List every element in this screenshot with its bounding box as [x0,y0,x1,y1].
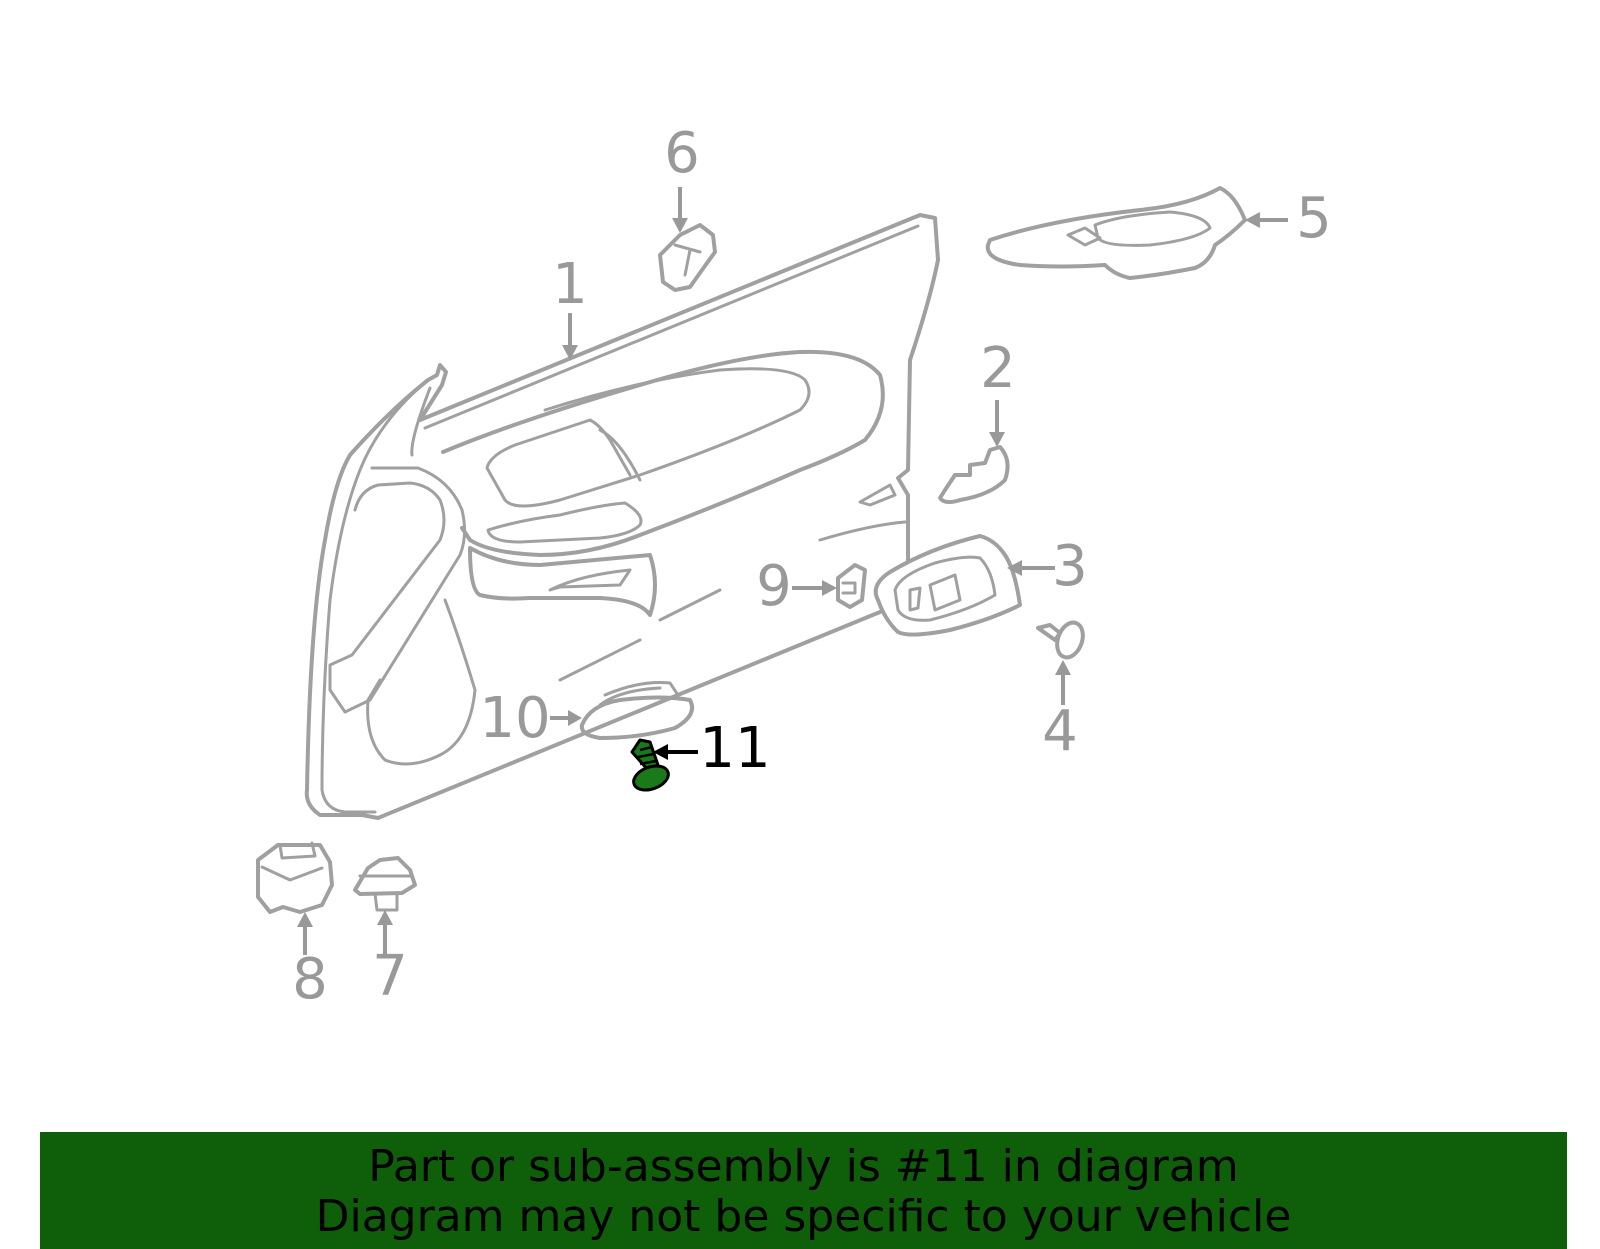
callout-3: 3 [1052,534,1088,599]
callout-8: 8 [292,947,328,1012]
callout-7: 7 [372,944,408,1009]
callout-11-highlighted: 11 [699,716,770,781]
callout-4: 4 [1042,699,1078,764]
banner-line-2: Diagram may not be specific to your vehi… [315,1191,1292,1242]
info-banner: Part or sub-assembly is #11 in diagram D… [40,1132,1567,1249]
part-5-armrest [985,186,1247,280]
parts-diagram: 1 2 3 4 5 6 7 8 9 10 11 [256,121,1332,1012]
part-1-door-trim-panel [304,213,940,820]
callout-5: 5 [1296,186,1332,251]
callout-9: 9 [756,554,792,619]
banner-line-1: Part or sub-assembly is #11 in diagram [368,1141,1239,1192]
part-11-screw-highlighted [630,738,670,792]
callout-10: 10 [479,686,550,751]
part-4-screw [1036,620,1085,660]
part-9-clip [836,563,867,609]
part-2-bracket [938,445,1010,505]
part-7-clip [353,856,417,912]
callout-1: 1 [552,252,588,317]
part-10-pull-cup [579,681,695,740]
callout-6: 6 [664,121,700,186]
part-8-clip [256,841,334,914]
part-3-switch-bezel [873,534,1022,637]
part-6-clip [658,223,717,292]
callout-2: 2 [980,336,1016,401]
leader-arrows [297,187,1288,955]
